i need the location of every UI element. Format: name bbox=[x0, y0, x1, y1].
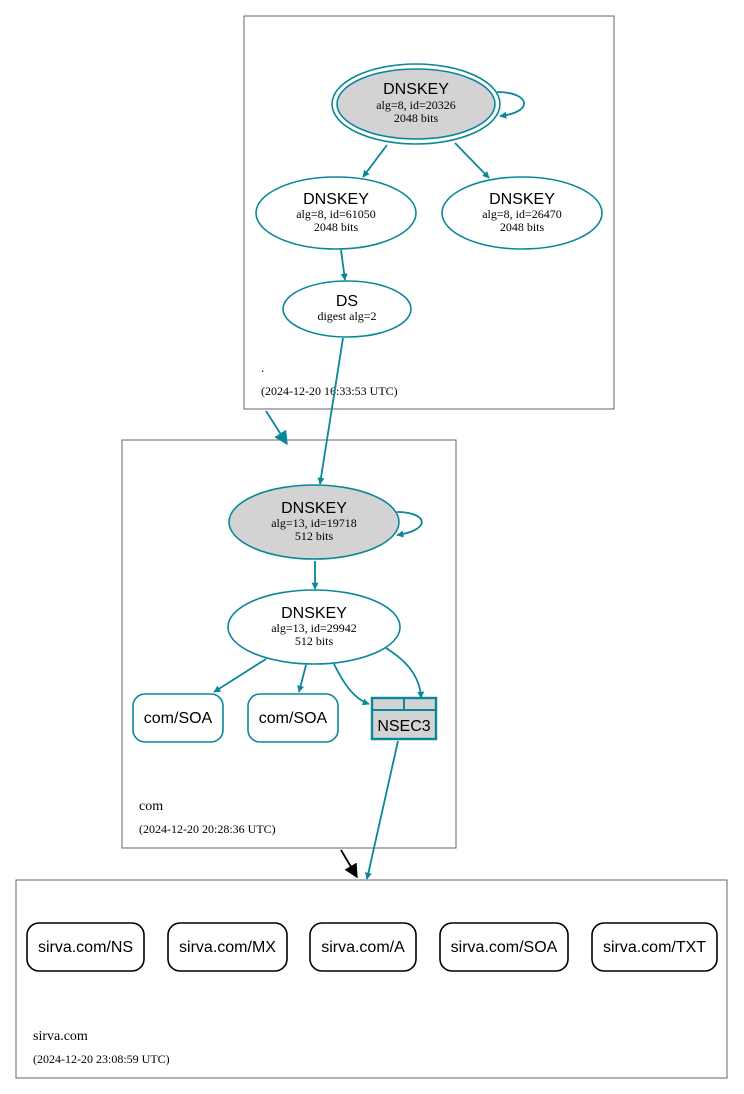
node-sirva-ns[interactable]: sirva.com/NS bbox=[26, 922, 145, 972]
edge-root-zsk1-ds bbox=[340, 249, 348, 281]
node-root-zsk2[interactable]: DNSKEY alg=8, id=26470 2048 bits bbox=[441, 176, 603, 250]
node-root-ksk-line2: 2048 bits bbox=[394, 111, 439, 125]
node-com-soa1-label: com/SOA bbox=[144, 710, 213, 727]
edge-root-ksk-zsk2 bbox=[454, 142, 490, 179]
node-root-zsk2-line2: 2048 bits bbox=[500, 220, 545, 234]
node-root-zsk2-title: DNSKEY bbox=[489, 191, 555, 208]
node-com-soa1-shape bbox=[132, 693, 224, 743]
node-sirva-a-label: sirva.com/A bbox=[321, 939, 405, 956]
zone-sirva-name: sirva.com bbox=[33, 1029, 88, 1044]
node-root-zsk1[interactable]: DNSKEY alg=8, id=61050 2048 bits bbox=[255, 176, 417, 250]
node-root-ksk-outer-ring bbox=[331, 63, 501, 145]
node-com-zsk-line1: alg=13, id=29942 bbox=[271, 621, 357, 635]
node-com-ds-line1: digest alg=2 bbox=[317, 309, 376, 323]
edge-com-zsk-soa1 bbox=[213, 658, 267, 693]
node-com-soa2-shape bbox=[247, 693, 339, 743]
node-sirva-ns-label: sirva.com/NS bbox=[38, 939, 133, 956]
node-sirva-mx-label: sirva.com/MX bbox=[179, 939, 276, 956]
zone-root-name: . bbox=[261, 360, 264, 375]
node-root-ksk-title: DNSKEY bbox=[383, 81, 449, 98]
edge-com-zsk-nsec3-b bbox=[385, 647, 425, 699]
node-root-zsk1-shape bbox=[255, 176, 417, 250]
node-sirva-soa-shape bbox=[439, 922, 569, 972]
node-sirva-a[interactable]: sirva.com/A bbox=[309, 922, 417, 972]
edge-com-zsk-soa2 bbox=[297, 664, 307, 693]
node-root-zsk1-title: DNSKEY bbox=[303, 191, 369, 208]
edges bbox=[213, 91, 525, 880]
edge-root-ksk-zsk1 bbox=[362, 144, 388, 178]
node-com-ksk-line2: 512 bits bbox=[295, 529, 334, 543]
node-com-ksk[interactable]: DNSKEY alg=13, id=19718 512 bits bbox=[228, 484, 400, 560]
node-com-ds-shape bbox=[282, 280, 412, 338]
zone-com-name: com bbox=[139, 799, 163, 814]
node-sirva-soa[interactable]: sirva.com/SOA bbox=[439, 922, 569, 972]
node-root-zsk1-line2: 2048 bits bbox=[314, 220, 359, 234]
node-com-ds-title: DS bbox=[336, 293, 358, 310]
node-root-zsk2-line1: alg=8, id=26470 bbox=[482, 207, 562, 221]
node-sirva-a-shape bbox=[309, 922, 417, 972]
zone-sirva-timestamp: (2024-12-20 23:08:59 UTC) bbox=[33, 1052, 170, 1066]
node-com-zsk[interactable]: DNSKEY alg=13, id=29942 512 bits bbox=[227, 589, 401, 665]
node-root-ksk[interactable]: DNSKEY alg=8, id=20326 2048 bits bbox=[331, 63, 501, 145]
edge-ds-com-ksk bbox=[317, 337, 344, 485]
node-com-zsk-line2: 512 bits bbox=[295, 634, 334, 648]
node-root-ksk-shape bbox=[336, 68, 496, 140]
node-com-nsec3-label: NSEC3 bbox=[377, 718, 430, 735]
zone-com-timestamp: (2024-12-20 20:28:36 UTC) bbox=[139, 822, 276, 836]
zone-sirva-box bbox=[15, 879, 728, 1079]
edge-nsec3-sirva bbox=[364, 740, 399, 880]
node-com-zsk-title: DNSKEY bbox=[281, 605, 347, 622]
edge-com-sirva-delegation bbox=[340, 849, 358, 879]
edge-com-ksk-self bbox=[396, 511, 423, 538]
node-com-nsec3[interactable]: NSEC3 bbox=[370, 696, 438, 741]
node-root-ksk-line1: alg=8, id=20326 bbox=[376, 98, 456, 112]
node-sirva-txt[interactable]: sirva.com/TXT bbox=[591, 922, 718, 972]
node-sirva-txt-label: sirva.com/TXT bbox=[603, 939, 706, 956]
node-root-zsk2-shape bbox=[441, 176, 603, 250]
node-sirva-mx-shape bbox=[167, 922, 288, 972]
node-root-zsk1-line1: alg=8, id=61050 bbox=[296, 207, 376, 221]
node-sirva-soa-label: sirva.com/SOA bbox=[451, 939, 558, 956]
node-sirva-mx[interactable]: sirva.com/MX bbox=[167, 922, 288, 972]
node-com-ds[interactable]: DS digest alg=2 bbox=[282, 280, 412, 338]
zone-root-timestamp: (2024-12-20 16:33:53 UTC) bbox=[261, 384, 398, 398]
node-com-soa1[interactable]: com/SOA bbox=[132, 693, 224, 743]
node-sirva-txt-shape bbox=[591, 922, 718, 972]
edge-com-zsk-nsec3-a bbox=[333, 663, 370, 706]
node-com-soa2[interactable]: com/SOA bbox=[247, 693, 339, 743]
node-com-ksk-title: DNSKEY bbox=[281, 500, 347, 517]
node-com-ksk-line1: alg=13, id=19718 bbox=[271, 516, 357, 530]
zone-sirva: sirva.com (2024-12-20 23:08:59 UTC) bbox=[15, 879, 728, 1079]
node-com-soa2-label: com/SOA bbox=[259, 710, 328, 727]
edge-root-ksk-self bbox=[496, 91, 525, 119]
node-sirva-ns-shape bbox=[26, 922, 145, 972]
edge-root-com-delegation bbox=[265, 410, 288, 446]
node-com-ksk-shape bbox=[228, 484, 400, 560]
node-com-zsk-shape bbox=[227, 589, 401, 665]
